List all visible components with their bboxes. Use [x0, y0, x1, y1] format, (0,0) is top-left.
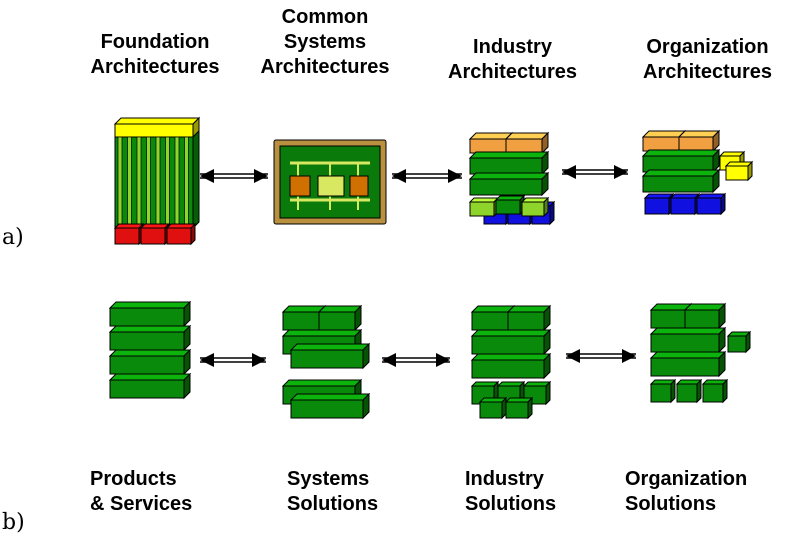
org-b-block-side [726, 330, 752, 354]
products-block [108, 324, 192, 352]
industry-b-block-2 [470, 328, 552, 356]
title-organization-architectures: Organization Architectures [643, 36, 772, 83]
title-foundation-architectures: Foundation Architectures [90, 31, 220, 78]
systems-block-5 [289, 392, 371, 420]
systems-block-1b [317, 304, 363, 332]
row-a-marker: a) [2, 225, 24, 250]
foundation-column [114, 129, 200, 230]
title-common-systems-architectures: Common Systems Architectures [260, 6, 390, 78]
industry-a-green-3 [494, 194, 526, 216]
products-block [108, 348, 192, 376]
systems-block-3 [289, 342, 371, 370]
org-a-blue-2 [669, 192, 701, 216]
arrow-b-2 [382, 353, 450, 367]
circuit-board [273, 139, 387, 225]
industry-a-lightgreen-1 [468, 196, 500, 218]
industry-b-block-3 [470, 352, 552, 380]
org-b-block-1b [683, 302, 727, 330]
title-industry-solutions: Industry Solutions [465, 468, 557, 515]
industry-b-block-7 [478, 396, 508, 420]
arrow-b-3 [566, 349, 636, 363]
title-industry-architectures: Industry Architectures [448, 36, 577, 83]
org-a-orange-right [677, 129, 721, 153]
row-b-marker: b) [2, 510, 25, 535]
org-b-block-2 [649, 326, 727, 354]
industry-a-lightgreen-2 [520, 196, 550, 218]
products-block [108, 300, 192, 328]
org-b-block-4 [649, 378, 677, 404]
org-a-yellow-2 [724, 160, 754, 182]
org-a-blue-3 [695, 192, 727, 216]
arrow-a-3 [562, 165, 628, 179]
org-a-green-1 [641, 148, 721, 174]
org-b-block-3 [649, 350, 727, 378]
industry-a-green-1 [468, 150, 550, 176]
industry-a-orange-right [504, 131, 550, 155]
title-systems-solutions: Systems Solutions [287, 468, 379, 515]
arrow-b-1 [200, 353, 266, 367]
foundation-base-block [139, 222, 171, 246]
org-b-block-6 [701, 378, 729, 404]
org-a-green-2 [641, 168, 721, 194]
industry-a-green-2 [468, 171, 550, 197]
arrow-a-1 [200, 169, 268, 183]
foundation-top-bar [113, 116, 201, 139]
title-organization-solutions: Organization Solutions [625, 468, 748, 515]
foundation-base-block [113, 222, 145, 246]
org-a-blue-1 [643, 192, 675, 216]
arrow-a-2 [392, 169, 462, 183]
industry-b-block-1b [506, 304, 552, 332]
org-b-block-5 [675, 378, 703, 404]
products-block [108, 372, 192, 400]
foundation-base-block [165, 222, 197, 246]
industry-b-block-8 [504, 396, 534, 420]
title-products-services: Products & Services [90, 468, 193, 515]
